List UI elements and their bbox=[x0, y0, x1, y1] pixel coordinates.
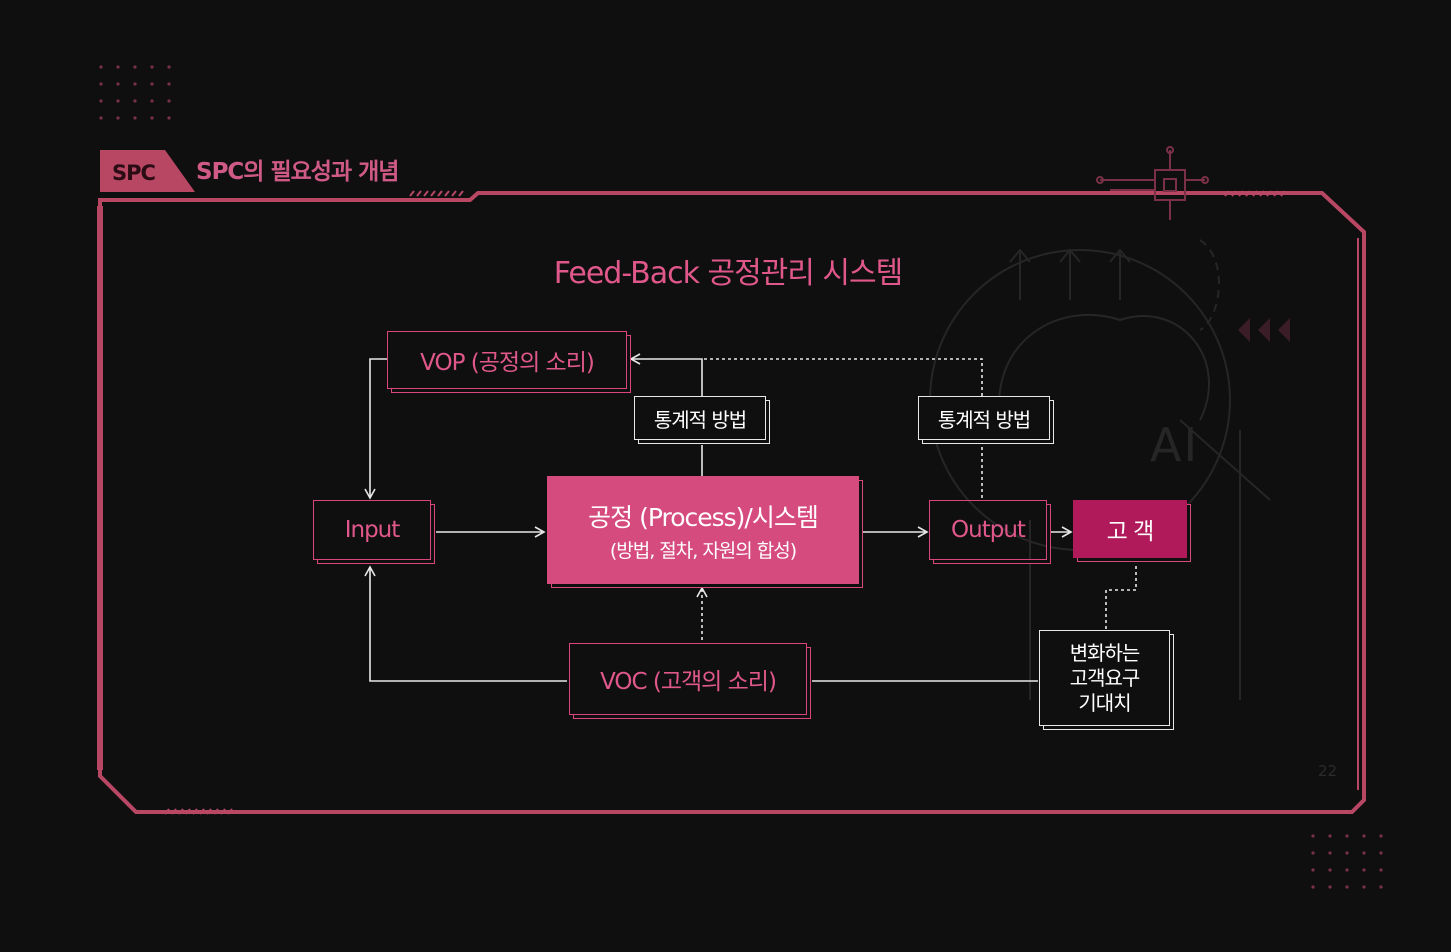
dot bbox=[1362, 851, 1365, 854]
dot bbox=[99, 82, 102, 85]
dot bbox=[1311, 885, 1314, 888]
dot bbox=[1379, 834, 1382, 837]
dot bbox=[167, 65, 170, 68]
dot bbox=[1311, 868, 1314, 871]
dot bbox=[150, 99, 153, 102]
background-ai-text: AI bbox=[1150, 418, 1199, 472]
dot bbox=[133, 82, 136, 85]
dot bbox=[116, 82, 119, 85]
page-number: 22 bbox=[1318, 762, 1337, 780]
process-subtitle: (방법, 절차, 자원의 합성) bbox=[610, 536, 796, 563]
dot bbox=[167, 116, 170, 119]
dot bbox=[1362, 834, 1365, 837]
dot bbox=[167, 99, 170, 102]
dot-grid-top-left bbox=[99, 65, 170, 119]
header-title: SPC의 필요성과 개념 bbox=[196, 155, 398, 189]
dot bbox=[1328, 851, 1331, 854]
vop-label: VOP (공정의 소리) bbox=[420, 343, 594, 377]
dot bbox=[1362, 885, 1365, 888]
dot bbox=[1362, 868, 1365, 871]
dot bbox=[133, 65, 136, 68]
dot bbox=[1345, 885, 1348, 888]
change-line-3: 기대치 bbox=[1078, 691, 1130, 716]
dot bbox=[150, 82, 153, 85]
dot bbox=[1379, 851, 1382, 854]
dot bbox=[1379, 868, 1382, 871]
process-box: 공정 (Process)/시스템 (방법, 절차, 자원의 합성) bbox=[547, 476, 859, 584]
stat-method-left-label: 통계적 방법 bbox=[654, 404, 746, 433]
process-title: 공정 (Process)/시스템 bbox=[588, 498, 818, 534]
header-tab-label: SPC bbox=[112, 158, 172, 188]
change-line-2: 고객요구 bbox=[1070, 666, 1140, 691]
dot bbox=[1345, 868, 1348, 871]
output-box: Output bbox=[929, 500, 1047, 560]
input-box: Input bbox=[313, 500, 431, 560]
dot bbox=[150, 116, 153, 119]
dot bbox=[133, 116, 136, 119]
dot bbox=[1328, 834, 1331, 837]
dot bbox=[1311, 851, 1314, 854]
dot bbox=[116, 116, 119, 119]
stat-method-right-box: 통계적 방법 bbox=[918, 396, 1050, 440]
voc-box: VOC (고객의 소리) bbox=[569, 643, 807, 715]
vop-box: VOP (공정의 소리) bbox=[387, 331, 627, 389]
dot bbox=[1328, 885, 1331, 888]
customer-box: 고 객 bbox=[1073, 500, 1187, 558]
dot bbox=[99, 116, 102, 119]
change-line-1: 변화하는 bbox=[1070, 641, 1140, 666]
stat-method-right-label: 통계적 방법 bbox=[938, 404, 1030, 433]
dot bbox=[133, 99, 136, 102]
output-label: Output bbox=[951, 517, 1025, 543]
diagram-title: Feed-Back 공정관리 시스템 bbox=[440, 248, 1016, 292]
dot bbox=[1311, 834, 1314, 837]
dot bbox=[1328, 868, 1331, 871]
dot bbox=[116, 65, 119, 68]
dot bbox=[99, 99, 102, 102]
dot-grid-bottom-right bbox=[1311, 834, 1382, 888]
chevrons-left-icon bbox=[1238, 318, 1290, 342]
dot bbox=[1345, 851, 1348, 854]
dot bbox=[1345, 834, 1348, 837]
dot bbox=[150, 65, 153, 68]
dot bbox=[167, 82, 170, 85]
customer-label: 고 객 bbox=[1107, 512, 1154, 546]
input-label: Input bbox=[345, 517, 400, 543]
circuit-chip-icon bbox=[1097, 147, 1208, 220]
voc-label: VOC (고객의 소리) bbox=[600, 662, 776, 696]
dot bbox=[1379, 885, 1382, 888]
dot bbox=[116, 99, 119, 102]
changing-customer-needs-box: 변화하는 고객요구 기대치 bbox=[1039, 630, 1170, 726]
stat-method-left-box: 통계적 방법 bbox=[634, 396, 766, 440]
dot bbox=[99, 65, 102, 68]
